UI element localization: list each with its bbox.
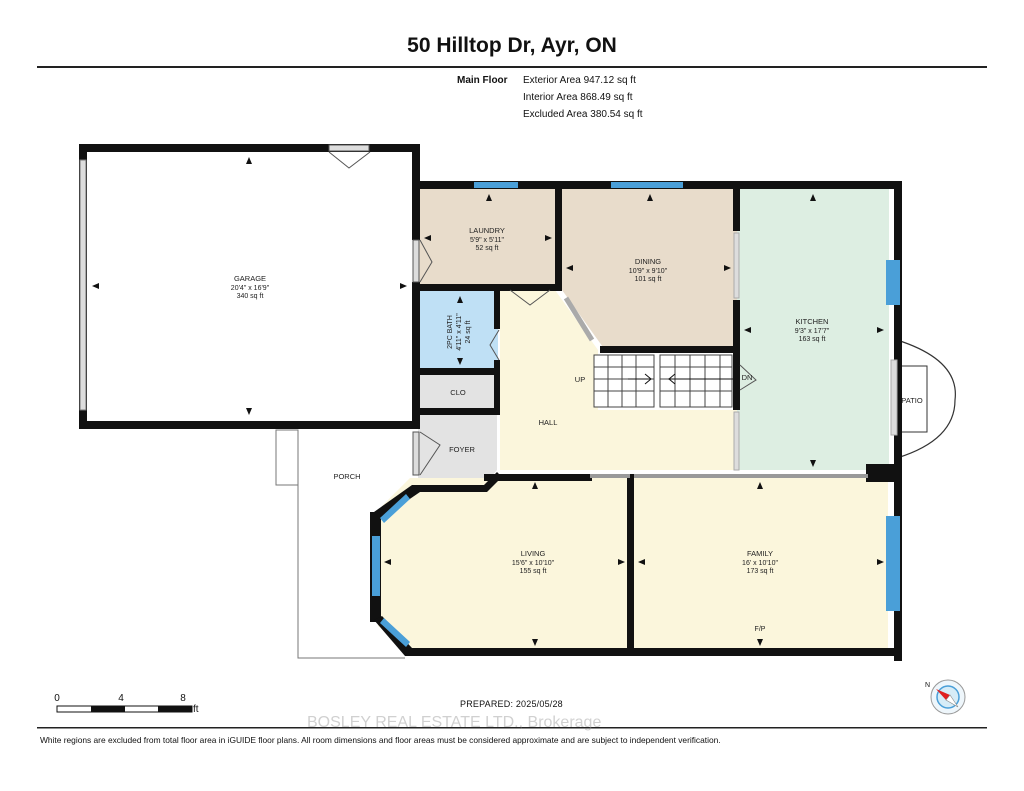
dining-dims: 10'9" x 9'10" xyxy=(629,268,668,275)
living-dims: 15'6" x 10'10" xyxy=(512,560,555,567)
dimension-markers xyxy=(92,157,884,646)
room-labels: GARAGE 20'4" x 16'9" 340 sq ft LAUNDRY 5… xyxy=(231,226,923,633)
scale-bar: 0 4 8 ft xyxy=(54,693,199,715)
dining-name: DINING xyxy=(635,257,661,266)
clo-name: CLO xyxy=(450,388,466,397)
page-title: 50 Hilltop Dr, Ayr, ON xyxy=(407,34,617,57)
footer-rule xyxy=(37,727,987,729)
porch-outline xyxy=(297,430,405,659)
bath-name: 2PC BATH xyxy=(447,315,454,349)
hall-name: HALL xyxy=(539,418,558,427)
laundry-dims: 5'9" x 5'11" xyxy=(470,237,504,244)
living-area: 155 sq ft xyxy=(520,568,547,575)
scale-tick-0: 0 xyxy=(54,693,60,704)
stairs-up xyxy=(593,354,655,408)
laundry-area: 52 sq ft xyxy=(476,245,499,252)
excluded-area: Excluded Area 380.54 sq ft xyxy=(523,109,643,120)
kitchen-name: KITCHEN xyxy=(796,317,829,326)
dining-area: 101 sq ft xyxy=(635,276,662,283)
kitchen-area: 163 sq ft xyxy=(799,336,826,343)
scale-unit: ft xyxy=(193,704,199,715)
garage-area: 340 sq ft xyxy=(237,293,264,300)
porch-name: PORCH xyxy=(333,472,360,481)
kitchen-dims: 9'3" x 17'7" xyxy=(795,328,830,335)
scale-tick-8: 8 xyxy=(180,693,186,704)
dn-label: DN xyxy=(742,373,753,382)
area-lines: Exterior Area 947.12 sq ft Interior Area… xyxy=(523,72,643,123)
header-rule xyxy=(37,66,987,68)
fireplace-label: F/P xyxy=(755,626,766,633)
family-fill xyxy=(633,478,888,652)
prepared-date: PREPARED: 2025/05/28 xyxy=(460,699,563,709)
kitchen-fill xyxy=(737,188,889,470)
family-dims: 16' x 10'10" xyxy=(742,560,778,567)
hall-fill xyxy=(500,290,737,470)
dining-fill xyxy=(562,188,737,350)
foyer-fill xyxy=(418,413,497,485)
living-fill xyxy=(378,478,630,652)
laundry-name: LAUNDRY xyxy=(469,226,505,235)
bath-fill xyxy=(418,290,498,370)
exterior-area: Exterior Area 947.12 sq ft xyxy=(523,75,636,86)
clo-fill xyxy=(418,375,496,410)
garage-dims: 20'4" x 16'9" xyxy=(231,285,270,292)
porch-post xyxy=(275,429,299,486)
stairs-down xyxy=(659,354,735,408)
garage-name: GARAGE xyxy=(234,274,266,283)
disclaimer: White regions are excluded from total fl… xyxy=(40,735,721,745)
interior-area: Interior Area 868.49 sq ft xyxy=(523,92,633,103)
laundry-fill xyxy=(418,188,558,288)
compass-icon: N xyxy=(925,679,966,715)
doors xyxy=(79,144,898,476)
patio-name: PATIO xyxy=(901,396,923,405)
bath-dims: 4'11" x 4'11" xyxy=(456,313,463,351)
bath-area: 24 sq ft xyxy=(465,320,472,343)
floor-name: Main Floor xyxy=(457,75,508,86)
family-area: 173 sq ft xyxy=(747,568,774,575)
compass-north-label: N xyxy=(925,682,930,689)
patio-box xyxy=(899,365,928,433)
scale-tick-4: 4 xyxy=(118,693,124,704)
living-name: LIVING xyxy=(521,549,546,558)
up-label: UP xyxy=(575,375,585,384)
foyer-name: FOYER xyxy=(449,445,475,454)
garage-fill xyxy=(85,150,415,422)
family-name: FAMILY xyxy=(747,549,773,558)
brokerage-watermark: BOSLEY REAL ESTATE LTD., Brokerage xyxy=(307,714,602,731)
windows xyxy=(372,182,900,647)
